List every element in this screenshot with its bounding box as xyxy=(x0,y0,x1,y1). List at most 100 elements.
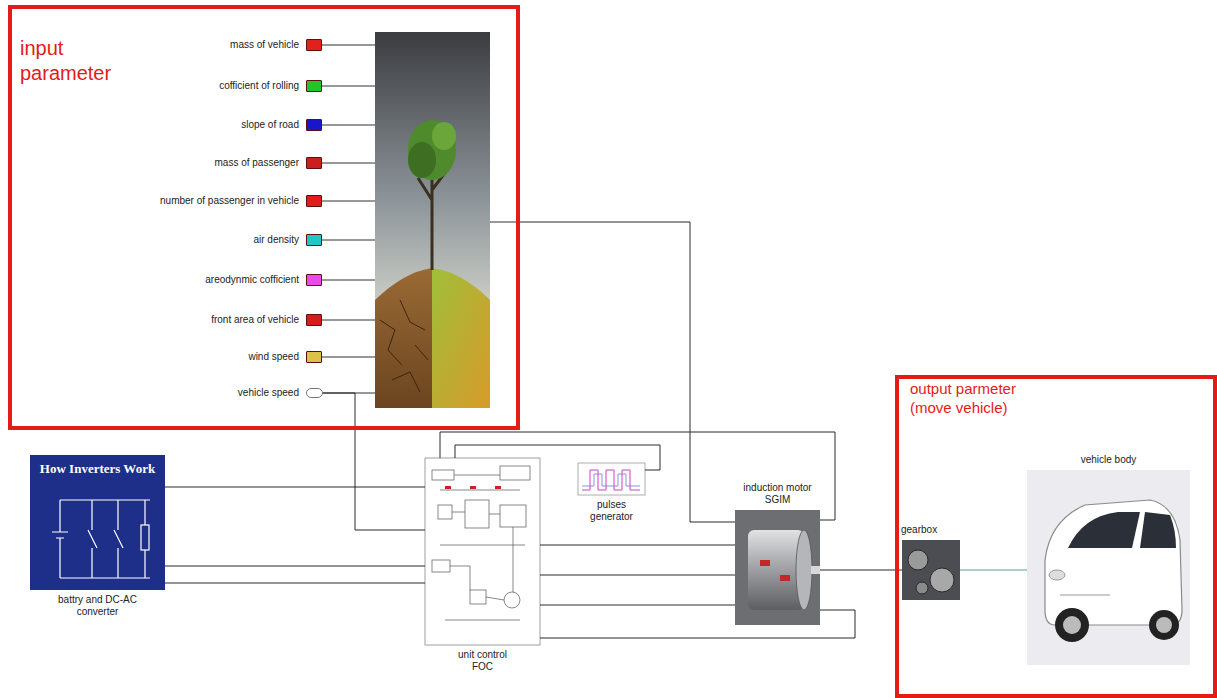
constant-block: mass of vehicle xyxy=(306,39,322,51)
scope-panel xyxy=(578,463,645,495)
constant-block: vehicle speed xyxy=(306,388,323,398)
pulse-trace xyxy=(582,474,640,486)
parameter-label: slope of road xyxy=(241,119,299,131)
gearbox-picture xyxy=(902,540,960,600)
wire xyxy=(322,125,375,126)
block-caption: gearbox xyxy=(901,524,961,536)
control-block xyxy=(432,470,454,480)
motor-mark xyxy=(760,560,770,566)
signal-wire xyxy=(960,570,1027,571)
wire xyxy=(322,240,375,241)
pulse-generator-picture xyxy=(578,463,645,495)
gearbox-block: gearbox xyxy=(902,540,960,600)
environment-picture xyxy=(375,32,490,408)
constant-block: slope of road xyxy=(306,119,322,131)
vehicle-picture xyxy=(1027,470,1190,665)
tree-canopy xyxy=(408,120,456,180)
car-headlight xyxy=(1049,570,1065,580)
constant-block: cofficient of rolling xyxy=(306,80,322,92)
foc-control-picture xyxy=(425,458,540,645)
motor-shaft xyxy=(811,566,820,574)
control-block xyxy=(432,560,450,572)
tree-canopy-light xyxy=(432,122,456,150)
gear xyxy=(908,550,928,570)
block-caption: pulses generator xyxy=(577,499,647,523)
wire xyxy=(322,357,375,358)
constant-block: wind speed xyxy=(306,351,322,363)
control-block xyxy=(500,505,526,527)
battery-inverter-picture xyxy=(30,455,165,590)
car-body xyxy=(1045,500,1182,625)
car-grille xyxy=(1060,595,1110,596)
parameter-label: wind speed xyxy=(248,351,299,363)
car-wheel xyxy=(1055,608,1089,642)
control-block xyxy=(465,500,489,528)
constant-block: air density xyxy=(306,234,322,246)
signal-wire xyxy=(165,487,425,488)
pulse-trace xyxy=(582,470,640,490)
signal-wire xyxy=(520,222,735,522)
parameter-label: air density xyxy=(253,234,299,246)
control-mark xyxy=(495,486,501,489)
control-marks xyxy=(445,486,501,489)
control-block xyxy=(500,466,530,480)
signal-wire xyxy=(323,393,425,530)
car-side-window xyxy=(1140,512,1176,548)
block-caption: induction motor SGIM xyxy=(733,482,823,506)
control-block xyxy=(470,590,486,604)
gearbox-housing xyxy=(902,540,960,600)
block-caption: unit control FOC xyxy=(448,649,518,673)
signal-wire xyxy=(540,610,855,638)
wire xyxy=(490,222,518,223)
car-windshield xyxy=(1068,512,1140,548)
load-symbol xyxy=(141,525,149,550)
parameter-label: vehicle speed xyxy=(238,387,299,399)
parameter-label: front area of vehicle xyxy=(211,314,299,326)
control-block xyxy=(438,505,452,519)
block-caption: vehicle body xyxy=(1027,454,1190,466)
gear xyxy=(930,568,954,592)
induction-motor-picture xyxy=(735,510,820,625)
parameter-label: number of passenger in vehicle xyxy=(160,195,299,207)
control-blocks xyxy=(432,466,530,620)
parameter-wires xyxy=(322,45,518,393)
control-wiring xyxy=(440,475,525,620)
pulse-generator-block: pulses generator xyxy=(578,463,645,495)
parameter-label: mass of passenger xyxy=(215,157,300,169)
signal-wire xyxy=(540,605,735,606)
induction-motor-block: induction motor SGIM xyxy=(735,510,820,625)
block-title: How Inverters Work xyxy=(30,461,165,477)
constant-block: mass of passenger xyxy=(306,157,322,169)
wire xyxy=(322,163,375,164)
earth-cracks xyxy=(380,300,428,392)
control-mark xyxy=(470,486,476,489)
wire xyxy=(322,86,375,87)
signal-wire xyxy=(165,566,425,567)
block-caption: battry and DC-AC converter xyxy=(48,594,148,618)
signal-wire xyxy=(455,445,660,470)
wire xyxy=(322,320,375,321)
battery-inverter-block: How Inverters Workbattry and DC-AC conve… xyxy=(30,455,165,590)
inverter-circuit xyxy=(52,500,150,578)
output-region: gearbox vehicle body output parmeter (move… xyxy=(895,375,1217,698)
region-heading: output parmeter (move vehicle) xyxy=(910,380,1060,418)
car-wheel xyxy=(1149,610,1179,640)
constant-block: front area of vehicle xyxy=(306,314,322,326)
sky-background xyxy=(375,32,490,408)
wire xyxy=(322,201,375,202)
input-region: mass of vehicle cofficient of rolling slop… xyxy=(8,5,520,430)
signal-wire xyxy=(440,432,835,520)
motor-mark xyxy=(780,575,790,581)
control-panel xyxy=(425,458,540,645)
signal-wire xyxy=(540,575,735,576)
photo-ground xyxy=(1027,470,1190,665)
control-mark xyxy=(445,486,451,489)
gear xyxy=(916,582,928,594)
motor-photo-ground xyxy=(735,510,820,625)
wire xyxy=(322,45,375,46)
car-rim xyxy=(1063,616,1081,634)
wire xyxy=(322,280,375,281)
motor-end-cap xyxy=(796,530,812,610)
